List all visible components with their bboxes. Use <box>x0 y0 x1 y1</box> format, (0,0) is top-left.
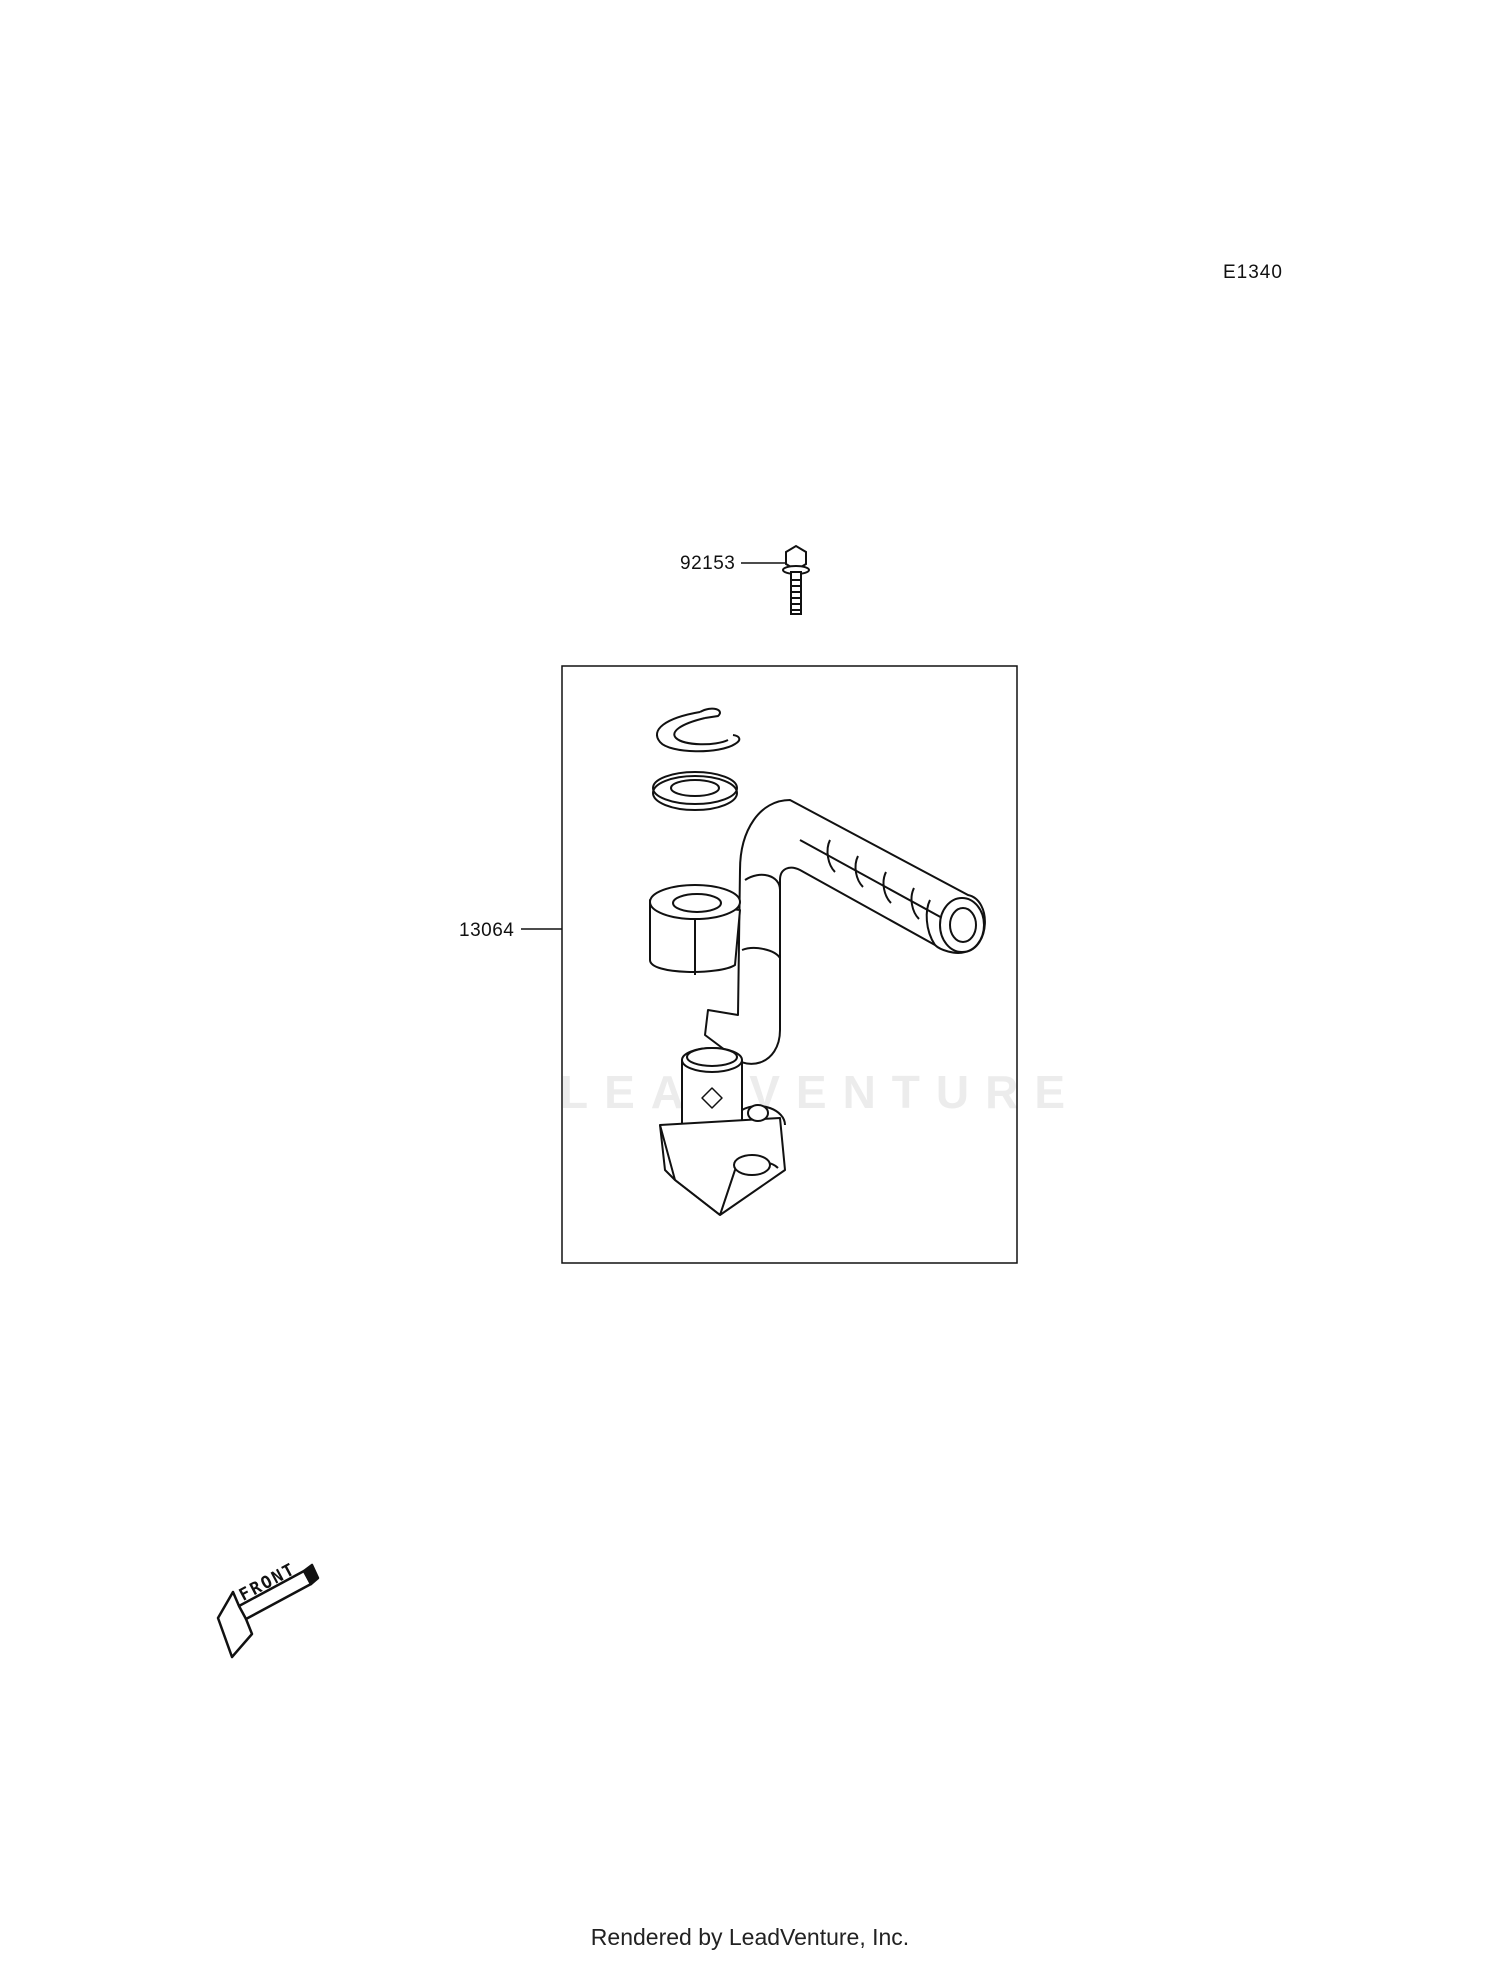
bolt-92153[interactable] <box>741 544 810 615</box>
assembly-frame <box>561 665 1018 1264</box>
diagram-id: E1340 <box>1223 262 1283 283</box>
watermark-text: LEADVENTURE <box>560 1066 1082 1118</box>
kick-shaft <box>659 1047 786 1216</box>
render-credit: Rendered by LeadVenture, Inc. <box>590 1924 910 1950</box>
circlip <box>655 707 741 753</box>
part-label-92153[interactable]: 92153 <box>680 553 736 574</box>
assembly-13064[interactable] <box>521 665 1018 1264</box>
washer <box>652 771 738 811</box>
kick-lever <box>649 799 986 1065</box>
part-label-13064[interactable]: 13064 <box>459 920 515 941</box>
front-arrow-icon <box>216 1563 320 1659</box>
